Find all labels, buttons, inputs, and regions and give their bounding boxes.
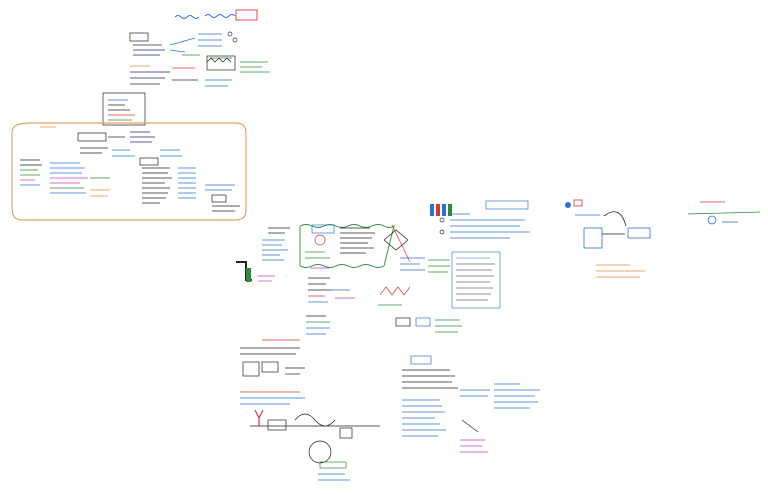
top-right-middle-cluster [430, 200, 530, 239]
title-scribble [174, 9, 258, 21]
orange-region-outline [11, 122, 247, 221]
center-left-cluster [236, 227, 290, 282]
middle-left-box [102, 92, 146, 126]
orange-region-contents [20, 126, 240, 212]
bottom-left-cluster [240, 339, 380, 481]
list-block [451, 251, 501, 309]
far-right-cluster [687, 201, 761, 225]
top-left-cluster [129, 31, 270, 87]
bottom-right-cluster [402, 355, 540, 453]
right-cluster [565, 199, 651, 278]
green-wavy-region [299, 224, 395, 268]
central-contents [305, 224, 462, 335]
